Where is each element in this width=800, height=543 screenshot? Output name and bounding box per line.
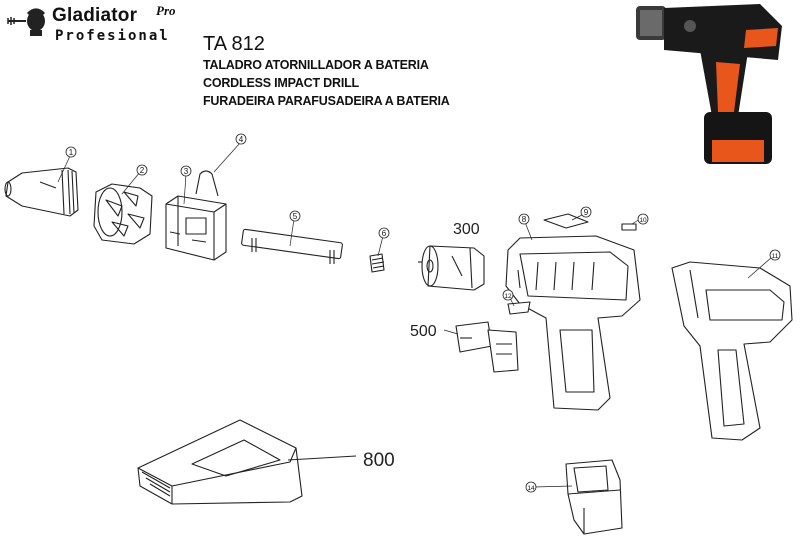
title-english: CORDLESS IMPACT DRILL [203, 76, 359, 90]
model-number: TA 812 [203, 33, 265, 55]
part-500-switch [455, 321, 519, 373]
brand-tagline: Profesional [55, 28, 170, 44]
part-3-gearbox [165, 195, 227, 261]
label-part-9: 9 [584, 208, 589, 217]
label-part-5: 5 [293, 212, 298, 221]
label-part-800: 800 [363, 450, 395, 471]
label-part-1: 1 [69, 148, 74, 157]
part-4-spring-clip [195, 170, 219, 197]
part-2-clutch-ring [93, 183, 153, 245]
drill-photo [636, 4, 782, 164]
part-300-motor [418, 245, 485, 291]
part-1-chuck [4, 167, 79, 217]
label-part-4: 4 [239, 135, 244, 144]
label-part-10: 10 [639, 217, 647, 224]
part-8-left-housing [505, 235, 641, 411]
label-part-6: 6 [382, 229, 387, 238]
label-part-3: 3 [184, 167, 189, 176]
part-12-clip [507, 301, 531, 315]
label-part-300: 300 [453, 221, 480, 238]
part-9-switch-cover [543, 213, 589, 229]
label-part-8: 8 [522, 215, 527, 224]
part-6-pinion [369, 253, 385, 273]
brand-pro: Pro [156, 3, 176, 18]
title-spanish: TALADRO ATORNILLADOR A BATERIA [203, 58, 429, 72]
part-11-right-housing [671, 261, 793, 441]
label-part-11: 11 [772, 253, 779, 260]
brand-logo: Gladiator Pro Profesional [6, 2, 206, 46]
label-part-14: 14 [527, 485, 535, 492]
brand-name: Gladiator [52, 5, 138, 26]
title-portuguese: FURADEIRA PARAFUSADEIRA A BATERIA [203, 94, 450, 108]
part-10-pin [621, 223, 637, 231]
label-part-500: 500 [410, 323, 437, 340]
gladiator-mascot-icon [7, 8, 46, 36]
part-800-charger [137, 419, 357, 505]
label-part-12: 12 [504, 293, 512, 300]
part-5-shaft [241, 228, 343, 264]
label-part-2: 2 [140, 166, 145, 175]
part-14-battery [565, 459, 623, 535]
